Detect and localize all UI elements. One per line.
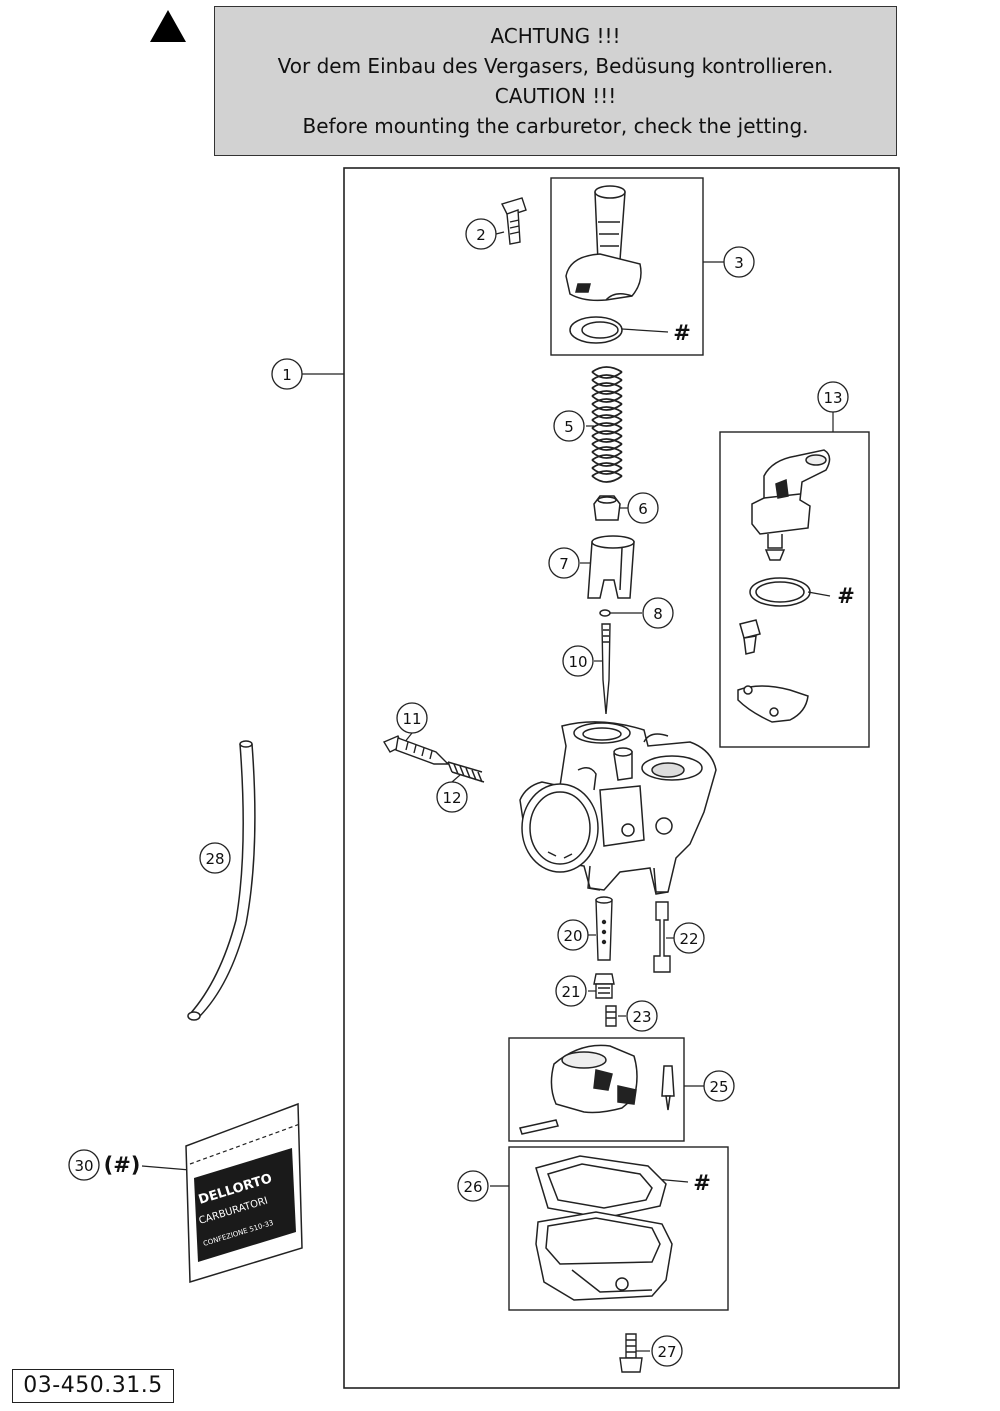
callout-1: 1 <box>282 366 292 384</box>
callout-28: 28 <box>205 850 224 868</box>
callout-circle-21 <box>555 975 587 1007</box>
subassembly-box-13 <box>719 431 870 748</box>
callout-circle-2 <box>465 218 497 250</box>
callout-circle-3 <box>723 246 755 278</box>
drain-screw-part-27 <box>619 1333 643 1373</box>
idle-screw-part-11 <box>382 735 450 765</box>
callout-circle-23 <box>626 1000 658 1032</box>
callout-circle-8 <box>642 597 674 629</box>
document-number: 03-450.31.5 <box>12 1369 174 1403</box>
jet-needle-part-10 <box>601 623 611 715</box>
callout-circle-20 <box>557 919 589 951</box>
callout-23: 23 <box>632 1008 651 1026</box>
subassembly-box-26 <box>508 1146 729 1311</box>
choke-assembly-part-13 <box>737 449 831 723</box>
callout-circle-28 <box>199 842 231 874</box>
callout-circle-1 <box>271 358 303 390</box>
throttle-slide-part-7 <box>587 535 635 599</box>
idle-jet-part-23 <box>605 1005 617 1027</box>
warning-line-1: ACHTUNG !!! <box>490 24 621 48</box>
callout-circle-30 <box>68 1149 100 1181</box>
callout-circle-6 <box>627 492 659 524</box>
assembly-frame <box>343 167 900 1389</box>
callout-circle-5 <box>553 410 585 442</box>
callout-30: 30 <box>74 1157 93 1175</box>
screw-part-2 <box>501 197 527 245</box>
needle-retainer-part-6 <box>593 495 621 521</box>
callout-27: 27 <box>657 1343 676 1361</box>
kit-note: (#) <box>104 1153 141 1177</box>
callout-22: 22 <box>679 930 698 948</box>
callout-circle-25 <box>703 1070 735 1102</box>
atomizer-part-20 <box>595 896 613 961</box>
callout-3: 3 <box>734 254 744 272</box>
warning-box: ACHTUNG !!! Vor dem Einbau des Vergasers… <box>214 6 897 156</box>
main-jet-part-21 <box>593 973 615 999</box>
callout-2: 2 <box>476 226 486 244</box>
hash-mark-gasket-13: # <box>837 584 855 608</box>
callout-11: 11 <box>402 710 421 728</box>
idle-spring-part-12 <box>447 761 485 783</box>
hash-mark-gasket-26: # <box>693 1171 711 1195</box>
callout-6: 6 <box>638 500 648 518</box>
float-assembly-part-25 <box>519 1044 675 1135</box>
callout-12: 12 <box>442 789 461 807</box>
spring-part-5 <box>591 366 623 483</box>
callout-5: 5 <box>564 418 574 436</box>
jet-kit-bag-part-30: DELLORTO CARBURATORI CONFEZIONE 510-33 <box>185 1102 303 1284</box>
carburetor-body <box>519 721 717 895</box>
clip-part-8 <box>599 609 611 617</box>
callout-circle-13 <box>817 381 849 413</box>
warning-line-2: Vor dem Einbau des Vergasers, Bedüsung k… <box>277 54 834 78</box>
callout-7: 7 <box>559 555 569 573</box>
warning-line-3: CAUTION !!! <box>494 84 617 108</box>
callout-circle-27 <box>651 1335 683 1367</box>
callout-circle-10 <box>562 645 594 677</box>
subassembly-box-25 <box>508 1037 685 1142</box>
carburetor-cap-part-3 <box>565 185 642 344</box>
callout-25: 25 <box>709 1078 728 1096</box>
hose-part-28 <box>187 740 256 1021</box>
callout-circle-26 <box>457 1170 489 1202</box>
starter-jet-part-22 <box>653 901 671 973</box>
callout-13: 13 <box>823 389 842 407</box>
warning-triangle-icon <box>150 10 186 42</box>
callout-10: 10 <box>568 653 587 671</box>
subassembly-box-3 <box>550 177 704 356</box>
warning-line-4: Before mounting the carburetor, check th… <box>302 114 809 138</box>
callout-21: 21 <box>561 983 580 1001</box>
callout-circle-22 <box>673 922 705 954</box>
callout-26: 26 <box>463 1178 482 1196</box>
callout-circle-7 <box>548 547 580 579</box>
callout-circle-12 <box>436 781 468 813</box>
callout-circle-11 <box>396 702 428 734</box>
float-bowl-part-26 <box>535 1155 673 1301</box>
callout-8: 8 <box>653 605 663 623</box>
hash-mark-gasket-3: # <box>673 321 691 345</box>
callout-20: 20 <box>563 927 582 945</box>
